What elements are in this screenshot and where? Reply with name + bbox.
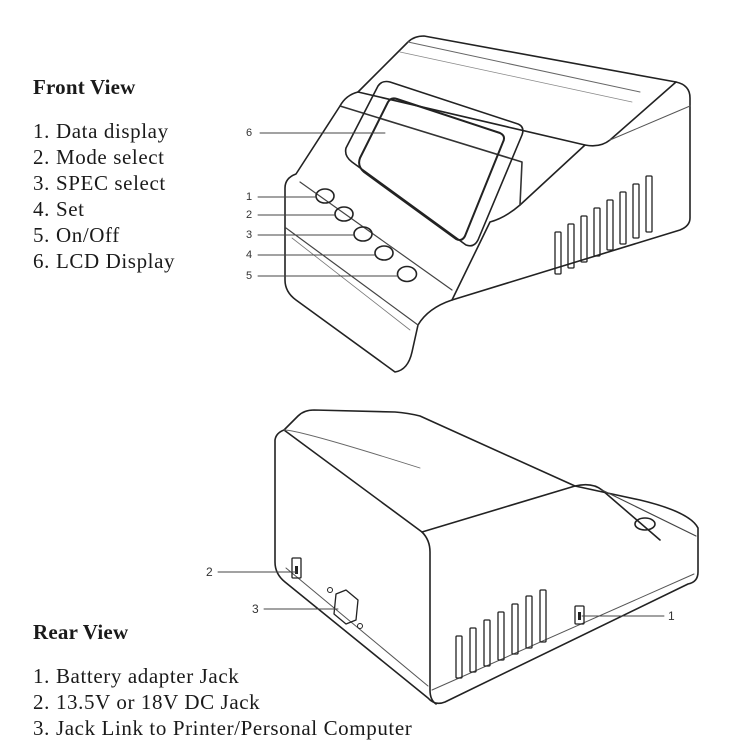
- front-callout-5: 5: [246, 270, 252, 282]
- front-vents: [554, 175, 653, 275]
- front-callout-2: 2: [246, 209, 252, 221]
- front-callout-labels: 6 1 2 3 4 5: [246, 127, 252, 282]
- front-view-heading: Front View: [33, 75, 136, 99]
- rear-callout-lines: [217, 571, 665, 617]
- front-callout-1: 1: [246, 191, 252, 203]
- dc-jack: [291, 557, 302, 579]
- set-button[interactable]: [374, 245, 394, 261]
- front-view-item: 4.Set: [33, 197, 85, 221]
- rear-device-body: [274, 409, 699, 705]
- rear-view-legend: Rear View 1.Battery adapter Jack 2.13.5V…: [33, 620, 412, 741]
- data-display-button[interactable]: [315, 188, 335, 204]
- front-view-legend: Front View 1.Data display 2.Mode select …: [33, 75, 175, 274]
- rear-callout-1: 1: [668, 609, 675, 623]
- lcd-bezel: [344, 80, 524, 247]
- front-callout-3: 3: [246, 229, 252, 241]
- front-view-item: 5.On/Off: [33, 223, 120, 247]
- on-off-button[interactable]: [396, 265, 418, 283]
- rear-view-item: 3.Jack Link to Printer/Personal Computer: [33, 716, 413, 740]
- lcd-screen: [358, 97, 505, 241]
- front-view-item: 1.Data display: [33, 119, 169, 143]
- rear-callout-labels: 2 3 1: [206, 565, 675, 623]
- front-view-item: 6.LCD Display: [33, 249, 176, 273]
- rear-view-heading: Rear View: [33, 620, 129, 644]
- mode-select-button[interactable]: [334, 206, 354, 222]
- front-callout-4: 4: [246, 249, 252, 261]
- serial-port: [333, 589, 359, 625]
- rear-top-button: [634, 517, 656, 531]
- rear-view-item: 2.13.5V or 18V DC Jack: [33, 690, 261, 714]
- front-callout-lines: [257, 132, 399, 277]
- spec-select-button[interactable]: [353, 226, 373, 242]
- rear-callout-2: 2: [206, 565, 213, 579]
- battery-adapter-jack: [574, 605, 585, 625]
- rear-callout-3: 3: [252, 602, 259, 616]
- rear-view-item: 1.Battery adapter Jack: [33, 664, 240, 688]
- rear-view-list: 1.Battery adapter Jack 2.13.5V or 18V DC…: [33, 663, 412, 741]
- front-view-item: 2.Mode select: [33, 145, 165, 169]
- front-device-illustration: [257, 35, 691, 373]
- front-view-list: 1.Data display 2.Mode select 3.SPEC sele…: [33, 118, 175, 274]
- front-callout-6: 6: [246, 127, 252, 139]
- rear-vents: [455, 589, 547, 679]
- front-device-body: [284, 35, 691, 373]
- front-view-item: 3.SPEC select: [33, 171, 166, 195]
- rear-device-illustration: [217, 409, 699, 705]
